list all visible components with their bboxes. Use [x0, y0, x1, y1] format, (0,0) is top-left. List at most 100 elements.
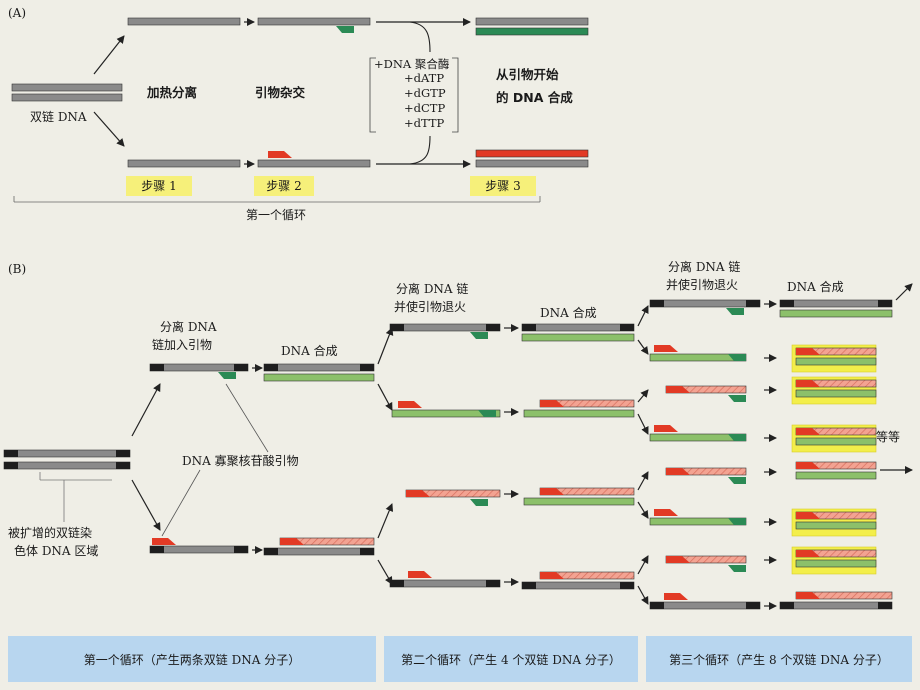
step-1-badge: 步骤 1 [126, 176, 192, 196]
step-3-badge: 步骤 3 [470, 176, 536, 196]
primer-red [406, 490, 430, 497]
c1-template-bottom [149, 545, 249, 554]
strand-end [878, 300, 892, 307]
strand-end [878, 602, 892, 609]
strand-top-sep [127, 17, 241, 26]
strand-end [234, 364, 248, 371]
separate-anneal-label: 并使引物退火 [394, 300, 467, 314]
primer-red [664, 593, 688, 600]
strand-end [116, 450, 130, 457]
primer-green [478, 410, 496, 417]
reagent-bracket [369, 57, 376, 133]
reagent-bracket [452, 57, 459, 133]
primer-green [726, 308, 744, 315]
reagent-link [409, 135, 431, 165]
c1-synth-top [263, 363, 375, 372]
primer-red [796, 462, 820, 469]
reagent-line: +dTTP [404, 116, 445, 130]
reagent-line: +dCTP [404, 101, 446, 115]
synthesis-label-b2: DNA 合成 [540, 306, 597, 320]
primer-red [666, 386, 690, 393]
heat-label: 加热分离 [147, 85, 198, 100]
step-2-badge: 步骤 2 [254, 176, 314, 196]
c3-template [649, 299, 761, 308]
arrow-cycle2 [377, 383, 393, 411]
region-label: 被扩增的双链染 [8, 526, 93, 540]
primer-green [728, 477, 746, 484]
arrow-cycle2 [377, 503, 394, 539]
synthesis-label-b1: DNA 合成 [281, 344, 338, 358]
synthesis-label: 从引物开始 [496, 67, 559, 82]
separate-primer-label: 分离 DNA [160, 320, 217, 334]
arrow-cycle3 [637, 305, 649, 327]
primer-red [654, 345, 678, 352]
reagent-line: +dGTP [404, 86, 446, 100]
strand-end [4, 450, 18, 457]
separate-anneal-label-3: 并使引物退火 [666, 278, 739, 292]
reagent-link [409, 21, 431, 53]
new-strand-green [391, 409, 501, 418]
etc-label: 等等 [876, 430, 901, 444]
strand-end [4, 462, 18, 469]
c2-synth [521, 581, 635, 590]
strand-end [522, 324, 536, 331]
strand-end [264, 364, 278, 371]
new-strand-green [475, 27, 589, 36]
new-strand-green [795, 559, 877, 568]
chromosome-bottom [3, 461, 131, 470]
region-label: 色体 DNA 区域 [14, 544, 99, 558]
cycle-2-label: 第二个循环（产生 4 个双链 DNA 分子） [401, 652, 621, 667]
primer-red [280, 538, 304, 545]
new-strand-green [779, 309, 893, 318]
new-strand-green [795, 471, 877, 480]
primer-red [796, 550, 820, 557]
strand-end [150, 364, 164, 371]
strand-end [650, 602, 664, 609]
primer-red [540, 488, 564, 495]
primer-red [796, 512, 820, 519]
strand-top-annealed [257, 17, 371, 26]
cycle-3-box: 第三个循环（产生 8 个双链 DNA 分子） [646, 636, 912, 682]
arrow-cycle3 [637, 389, 649, 403]
new-strand-green [523, 497, 635, 506]
separate-anneal-label: 分离 DNA 链 [396, 282, 469, 296]
primer-red [796, 380, 820, 387]
panel-b-label: (B) [8, 262, 27, 276]
synthesis-label-b3: DNA 合成 [787, 280, 844, 294]
strand-end [360, 548, 374, 555]
strand-end [746, 300, 760, 307]
strand-end [150, 546, 164, 553]
anneal-label: 引物杂交 [255, 85, 306, 100]
c3-synth [779, 299, 893, 308]
arrow-cycle2 [377, 327, 394, 365]
strand-end [620, 324, 634, 331]
primer-green [336, 26, 354, 33]
new-strand-green [523, 409, 635, 418]
cycle-3-label: 第三个循环（产生 8 个双链 DNA 分子） [669, 652, 889, 667]
primer-red [654, 425, 678, 432]
new-strand-green [795, 357, 877, 366]
reagent-line: +dATP [404, 71, 445, 85]
new-strand-green [795, 521, 877, 530]
strand-bottom-synth [475, 159, 589, 168]
c1-template-top [149, 363, 249, 372]
callout-line [161, 469, 201, 537]
reagent-line: +DNA 聚合酶 [374, 57, 450, 71]
primer-red [540, 400, 564, 407]
strand-end [360, 364, 374, 371]
c2-template [389, 323, 501, 332]
dsdna-bottom [11, 93, 123, 102]
arrow-heat-up [93, 35, 125, 75]
new-strand-green [521, 333, 635, 342]
cycle-2-box: 第二个循环（产生 4 个双链 DNA 分子） [384, 636, 638, 682]
strand-end [780, 602, 794, 609]
primer-red [796, 592, 820, 599]
dsdna-top [11, 83, 123, 92]
primer-red [152, 538, 176, 545]
strand-end [650, 300, 664, 307]
primer-red [666, 468, 690, 475]
dsdna-label: 双链 DNA [30, 110, 87, 124]
strand-end [522, 582, 536, 589]
chromosome-top [3, 449, 131, 458]
arrow-continue [895, 283, 913, 301]
